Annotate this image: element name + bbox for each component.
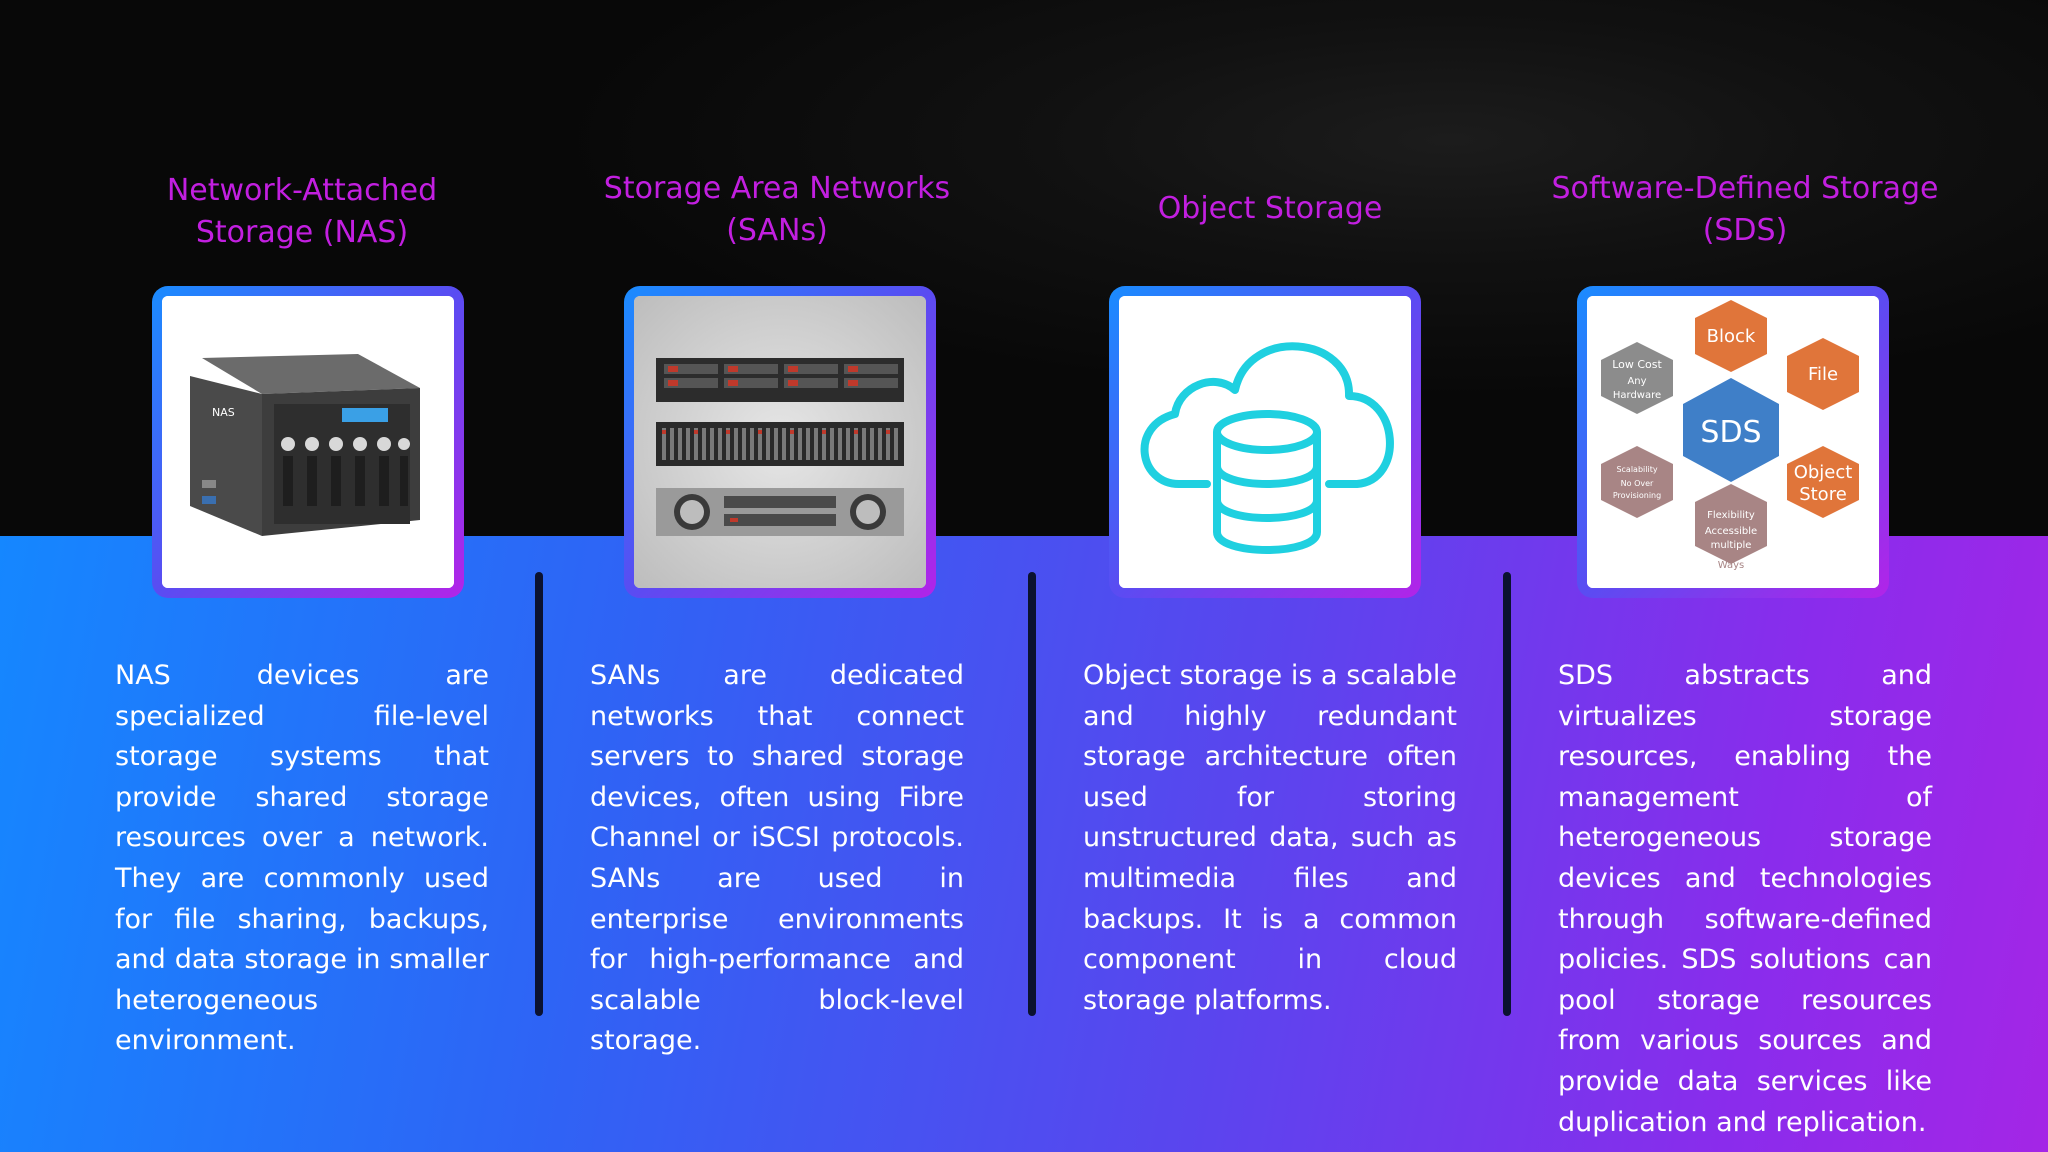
sds-flexibility-label: Flexibility	[1707, 510, 1755, 521]
sds-image-frame: SDS Block File Object Store Low Cost Any…	[1577, 286, 1889, 598]
column-title: Object Storage	[1157, 191, 1383, 226]
sds-scalability-label: Scalability	[1616, 465, 1657, 474]
column-title: Network-Attached Storage (NAS)	[166, 173, 438, 250]
column-divider	[535, 572, 543, 1016]
column-description: SDS abstracts and virtualizes storage re…	[1558, 660, 1932, 1138]
san-rack-icon	[634, 296, 926, 588]
column-divider	[1503, 572, 1511, 1016]
sds-center-label: SDS	[1700, 415, 1761, 450]
san-image-frame	[624, 286, 936, 598]
nas-image-frame: NAS	[152, 286, 464, 598]
sds-ways-label: Ways	[1718, 560, 1745, 571]
sds-hexagon-diagram-icon: SDS Block File Object Store Low Cost Any…	[1587, 296, 1879, 588]
sds-block-label: Block	[1707, 326, 1756, 347]
sds-hardware-label: Hardware	[1613, 390, 1661, 401]
sds-provisioning-label: Provisioning	[1613, 491, 1661, 500]
cloud-database-icon	[1119, 296, 1411, 588]
object-storage-image-frame	[1109, 286, 1421, 598]
column-description: NAS devices are specialized file-level s…	[115, 660, 489, 1057]
sds-multiple-label: multiple	[1711, 540, 1752, 551]
column-divider	[1028, 572, 1036, 1016]
sds-accessible-label: Accessible	[1705, 526, 1757, 537]
column-title: Software-Defined Storage (SDS)	[1551, 171, 1939, 248]
column-title: Storage Area Networks (SANs)	[603, 171, 951, 248]
sds-object-label: Object	[1794, 462, 1853, 483]
nas-device-icon: NAS	[162, 296, 454, 588]
sds-any-label: Any	[1627, 376, 1646, 387]
sds-noover-label: No Over	[1621, 479, 1654, 488]
column-description: SANs are dedicated networks that connect…	[590, 660, 964, 1057]
bottom-gradient-background	[0, 536, 2048, 1152]
nas-label: NAS	[212, 406, 235, 419]
sds-file-label: File	[1808, 364, 1838, 385]
sds-lowcost-label: Low Cost	[1612, 358, 1662, 371]
sds-store-label: Store	[1799, 484, 1847, 505]
column-description: Object storage is a scalable and highly …	[1083, 660, 1457, 1016]
